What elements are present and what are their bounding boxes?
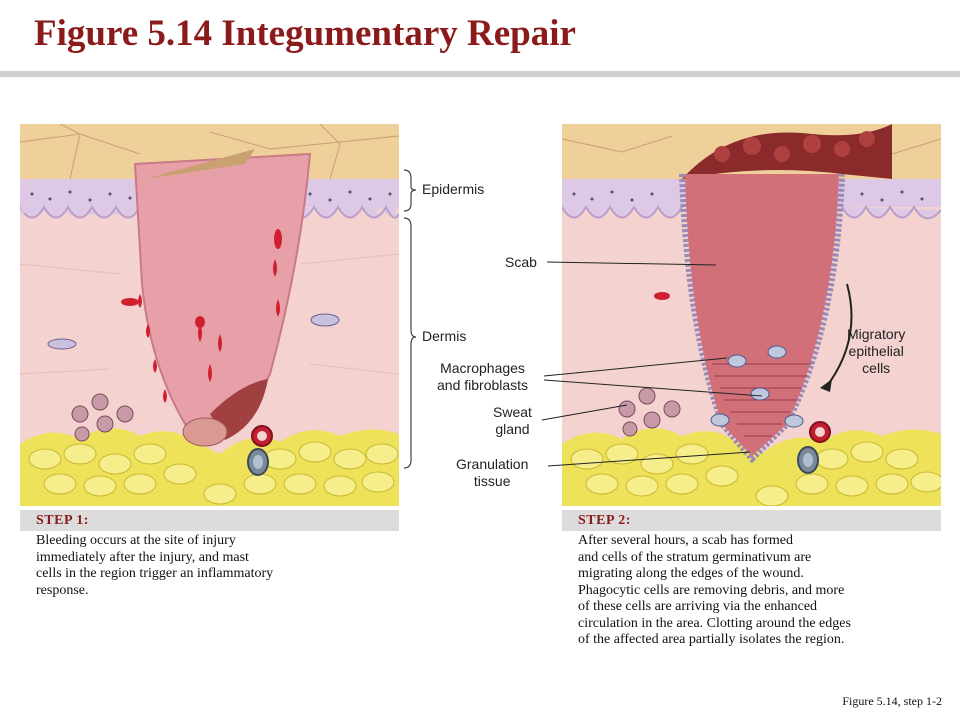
epithelial-edge xyxy=(679,173,845,464)
figure-caption: Figure 5.14, step 1-2 xyxy=(842,694,942,708)
step2-description: STEP 2: After several hours, a scab has … xyxy=(562,510,941,649)
title-divider xyxy=(0,71,960,77)
blood-drops xyxy=(138,259,280,403)
scab xyxy=(685,174,839,456)
step2-text: After several hours, a scab has formed a… xyxy=(578,533,851,647)
sweat-gland-cells xyxy=(618,387,681,437)
label-epidermis: Epidermis xyxy=(422,181,485,197)
step1-text: Bleeding occurs at the site of injury im… xyxy=(36,533,274,598)
dermis-bracket xyxy=(403,217,417,469)
step1-heading: STEP 1: xyxy=(20,510,399,531)
macrophages xyxy=(710,345,804,428)
sweat-gland-cells xyxy=(71,393,134,442)
label-scab: Scab xyxy=(505,254,537,270)
step2-illustration xyxy=(562,124,941,506)
label-macrophages: Macrophages and fibroblasts xyxy=(437,360,529,393)
step1-description: STEP 1: Bleeding occurs at the site of i… xyxy=(20,510,399,599)
step2-heading: STEP 2: xyxy=(562,510,941,531)
page-title: Figure 5.14 Integumentary Repair xyxy=(34,13,576,54)
label-dermis: Dermis xyxy=(422,328,467,344)
migration-arrow xyxy=(826,283,853,387)
step1-illustration xyxy=(20,124,399,506)
label-sweat-gland: Sweat gland xyxy=(493,404,532,437)
label-migratory-epithelial-cells: Migratory epithelial cells xyxy=(847,326,906,376)
mast-cells xyxy=(47,313,340,350)
epidermis-bracket xyxy=(403,169,417,212)
label-granulation-tissue: Granulation tissue xyxy=(456,456,529,489)
